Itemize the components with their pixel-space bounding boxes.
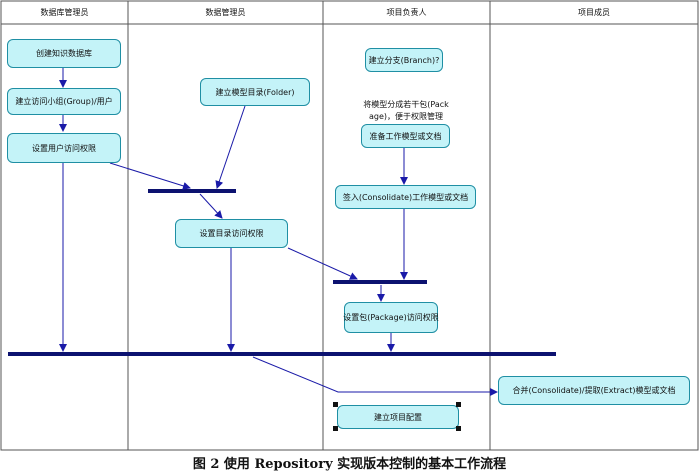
flow-arrow xyxy=(252,356,498,396)
diagram-border xyxy=(0,0,699,451)
flow-arrow xyxy=(109,162,191,190)
package-note: 将模型分成若干包(Pack age)，便于权限管理 xyxy=(352,99,460,123)
flow-arrow xyxy=(215,105,246,189)
package-note-line: 将模型分成若干包(Pack xyxy=(363,100,449,109)
activity-set-package-permission[interactable]: 设置包(Package)访问权限 xyxy=(343,302,439,333)
sync-bar xyxy=(8,352,556,356)
activity-consolidate-docs[interactable]: 签入(Consolidate)工作模型或文档 xyxy=(335,185,476,209)
selection-handle[interactable] xyxy=(333,426,338,431)
activity-merge-extract[interactable]: 合并(Consolidate)/提取(Extract)模型或文档 xyxy=(498,376,690,405)
figure-caption: 图 2 使用 Repository 实现版本控制的基本工作流程 xyxy=(192,457,507,472)
lane-header-project-lead: 项目负责人 xyxy=(386,8,427,17)
activity-create-group[interactable]: 建立访问小组(Group)/用户 xyxy=(7,88,121,115)
activity-set-directory-permission[interactable]: 设置目录访问权限 xyxy=(175,219,288,248)
package-note-line: age)，便于权限管理 xyxy=(368,112,444,121)
activity-set-user-permission[interactable]: 设置用户访问权限 xyxy=(7,133,121,163)
activity-prepare-docs[interactable]: 准备工作模型或文档 xyxy=(361,124,450,148)
flow-arrow xyxy=(199,193,223,219)
lane-header-data-admin: 数据管理员 xyxy=(205,8,246,17)
activity-create-branch[interactable]: 建立分支(Branch)? xyxy=(365,48,443,72)
selection-handle[interactable] xyxy=(333,402,338,407)
lane-header-project-member: 项目成员 xyxy=(578,8,610,17)
flow-arrow xyxy=(287,247,358,280)
sync-bar xyxy=(148,189,236,193)
selection-handle[interactable] xyxy=(456,402,461,407)
activity-create-kb[interactable]: 创建知识数据库 xyxy=(7,39,121,68)
activity-create-config[interactable]: 建立项目配置 xyxy=(337,405,459,429)
activity-create-folder[interactable]: 建立模型目录(Folder) xyxy=(200,78,310,106)
sync-bar xyxy=(333,280,427,284)
lane-header-db-admin: 数据库管理员 xyxy=(40,8,89,17)
selection-handle[interactable] xyxy=(456,426,461,431)
